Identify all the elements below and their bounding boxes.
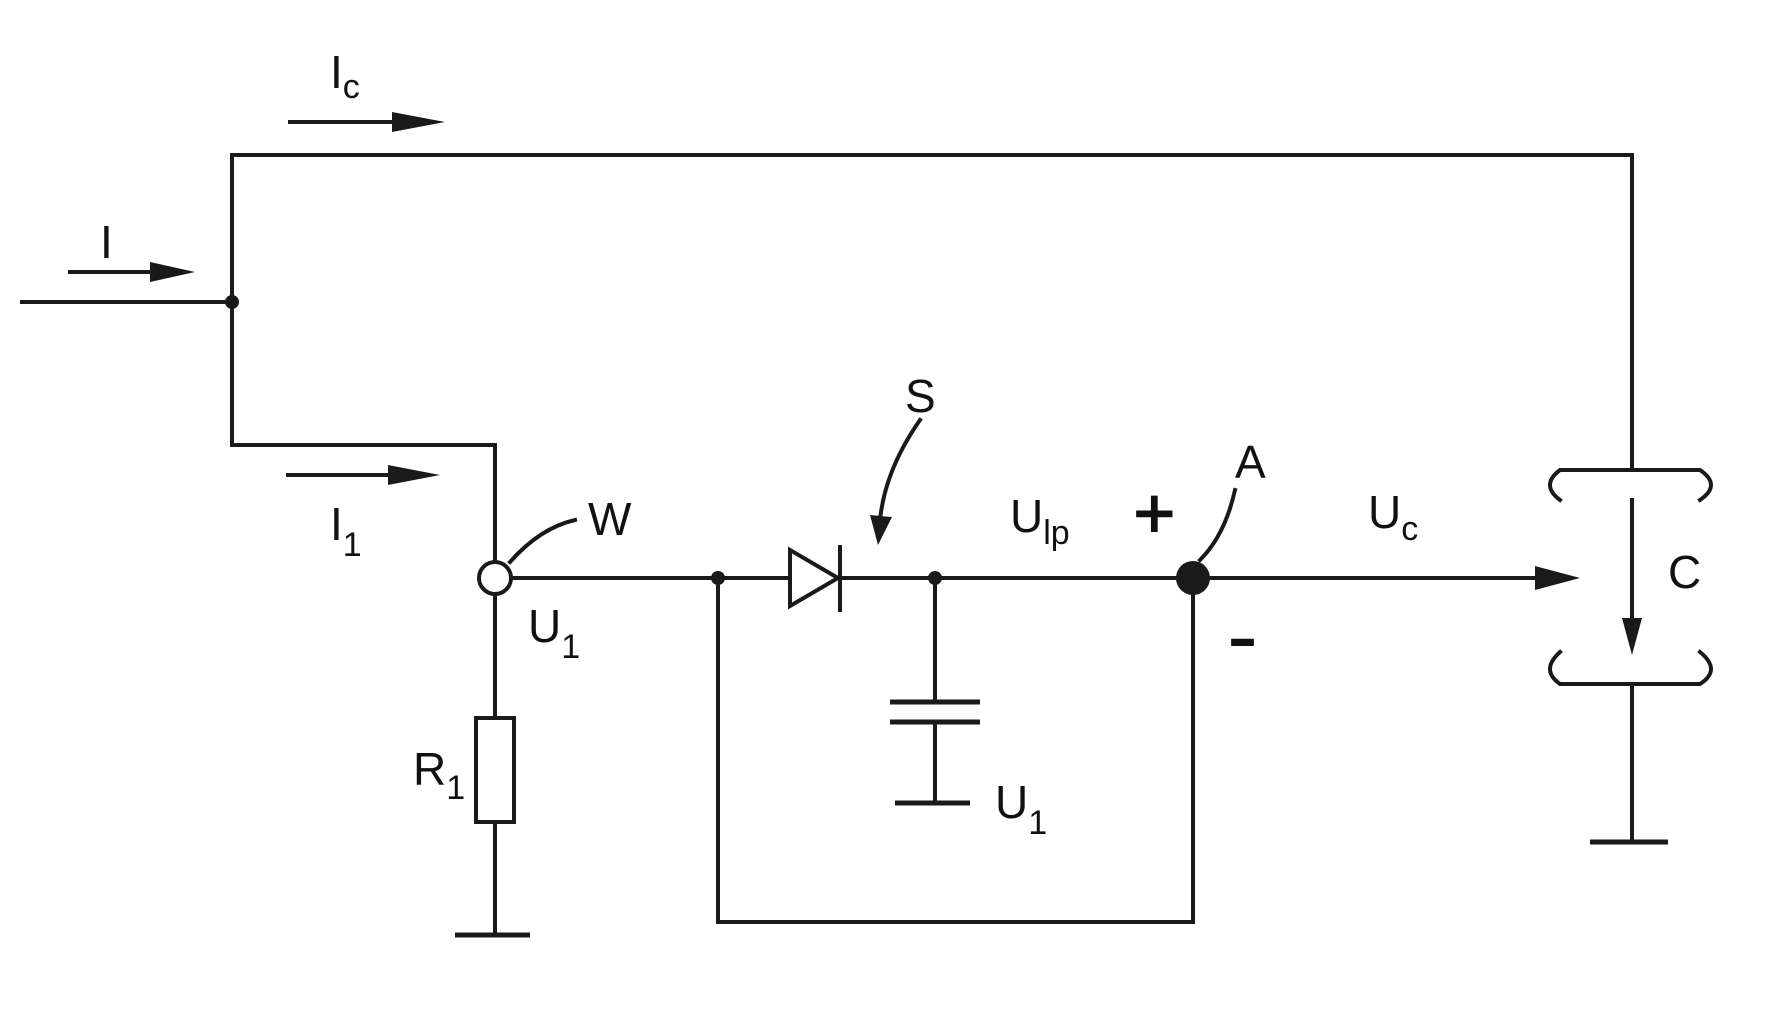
label-current-i: I: [100, 216, 113, 268]
label-node-a: A: [1235, 436, 1266, 488]
label-current-i1: I1: [330, 498, 362, 564]
switch-s-pointer: [870, 420, 920, 545]
label-switch-s: S: [905, 370, 936, 422]
resistor-r1: [476, 718, 514, 822]
node-a-leader: [1200, 490, 1235, 560]
current-i1-arrow: [288, 465, 440, 485]
label-voltage-u1: U1: [528, 600, 580, 666]
label-plus: +: [1130, 478, 1179, 546]
label-voltage-ulp: Ulp: [1010, 490, 1070, 552]
lower-branch-wire: [232, 302, 495, 562]
label-node-w: W: [588, 493, 632, 545]
label-minus: –: [1228, 604, 1257, 672]
node-w-terminal: [479, 562, 511, 594]
current-i-arrow: [70, 262, 195, 282]
label-capacitor-u1: U1: [995, 776, 1047, 842]
return-loop-wire: [718, 578, 1193, 922]
diode-s: [790, 547, 840, 610]
label-current-ic: Ic: [330, 46, 360, 106]
label-resistor-r1: R1: [413, 743, 465, 807]
label-component-c: C: [1668, 546, 1701, 598]
node-w-leader: [510, 520, 575, 562]
uc-arrowhead: [1535, 566, 1580, 590]
current-ic-arrow: [290, 112, 445, 132]
label-voltage-uc: Uc: [1368, 486, 1418, 548]
